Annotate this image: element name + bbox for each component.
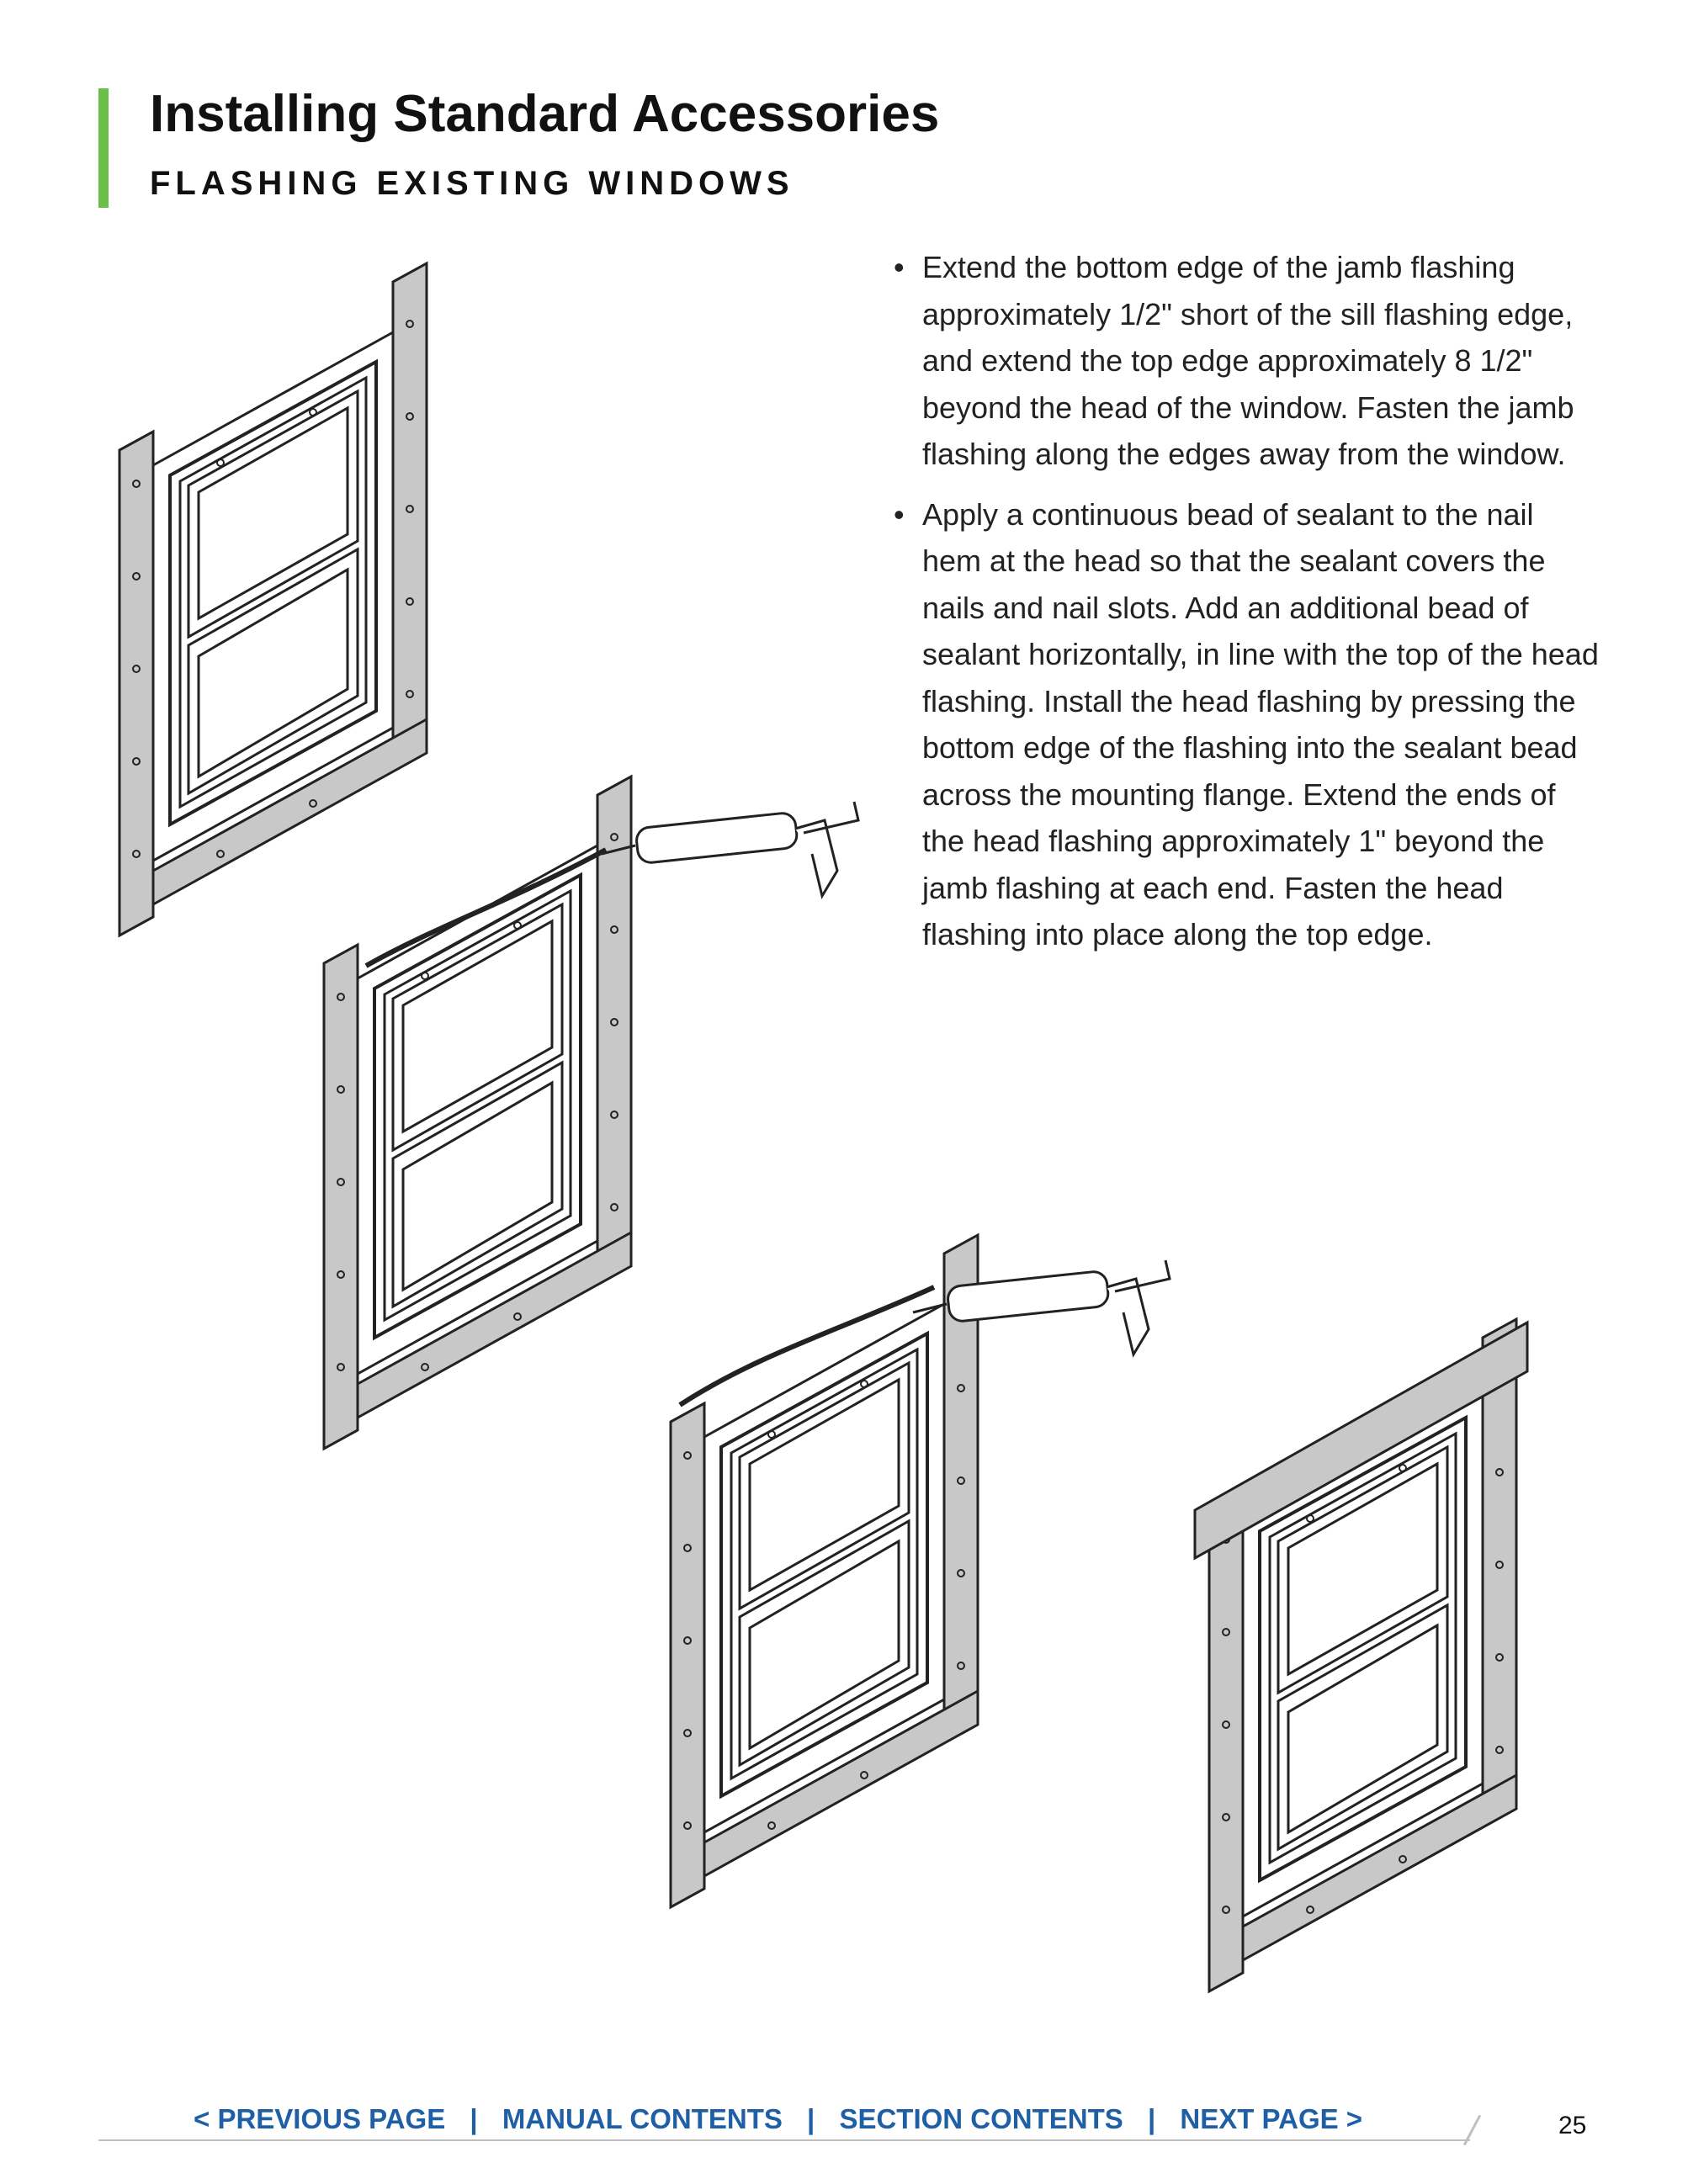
page-number: 25	[1558, 2112, 1587, 2139]
next-page-link[interactable]: NEXT PAGE >	[1180, 2103, 1363, 2134]
instruction-text: Extend the bottom edge of the jamb flash…	[922, 250, 1574, 471]
instruction-item: • Apply a continuous bead of sealant to …	[894, 491, 1600, 958]
nav-separator: |	[1147, 2103, 1156, 2134]
step-2-window-drawing	[322, 775, 633, 1450]
footer-navigation: < PREVIOUS PAGE | MANUAL CONTENTS | SECT…	[194, 2103, 1362, 2135]
instruction-text: Apply a continuous bead of sealant to th…	[922, 496, 1599, 952]
instruction-list: • Extend the bottom edge of the jamb fla…	[894, 244, 1600, 972]
bullet-icon: •	[894, 250, 905, 284]
previous-page-link[interactable]: < PREVIOUS PAGE	[194, 2103, 446, 2134]
manual-contents-link[interactable]: MANUAL CONTENTS	[502, 2103, 783, 2134]
instruction-item: • Extend the bottom edge of the jamb fla…	[894, 244, 1600, 478]
head-flashing-drawing	[1193, 1320, 1529, 1561]
sealant-bead-drawing	[678, 1285, 936, 1407]
nav-separator: |	[807, 2103, 815, 2134]
footer-divider	[98, 2139, 1470, 2141]
section-subtitle: FLASHING EXISTING WINDOWS	[150, 165, 794, 202]
step-1-window-drawing	[118, 262, 428, 937]
page-title: Installing Standard Accessories	[150, 85, 940, 143]
caulk-gun-drawing	[600, 800, 860, 898]
bullet-icon: •	[894, 496, 905, 532]
section-contents-link[interactable]: SECTION CONTENTS	[839, 2103, 1123, 2134]
sealant-bead-drawing	[364, 847, 608, 968]
nav-separator: |	[470, 2103, 478, 2134]
accent-bar	[98, 88, 109, 208]
